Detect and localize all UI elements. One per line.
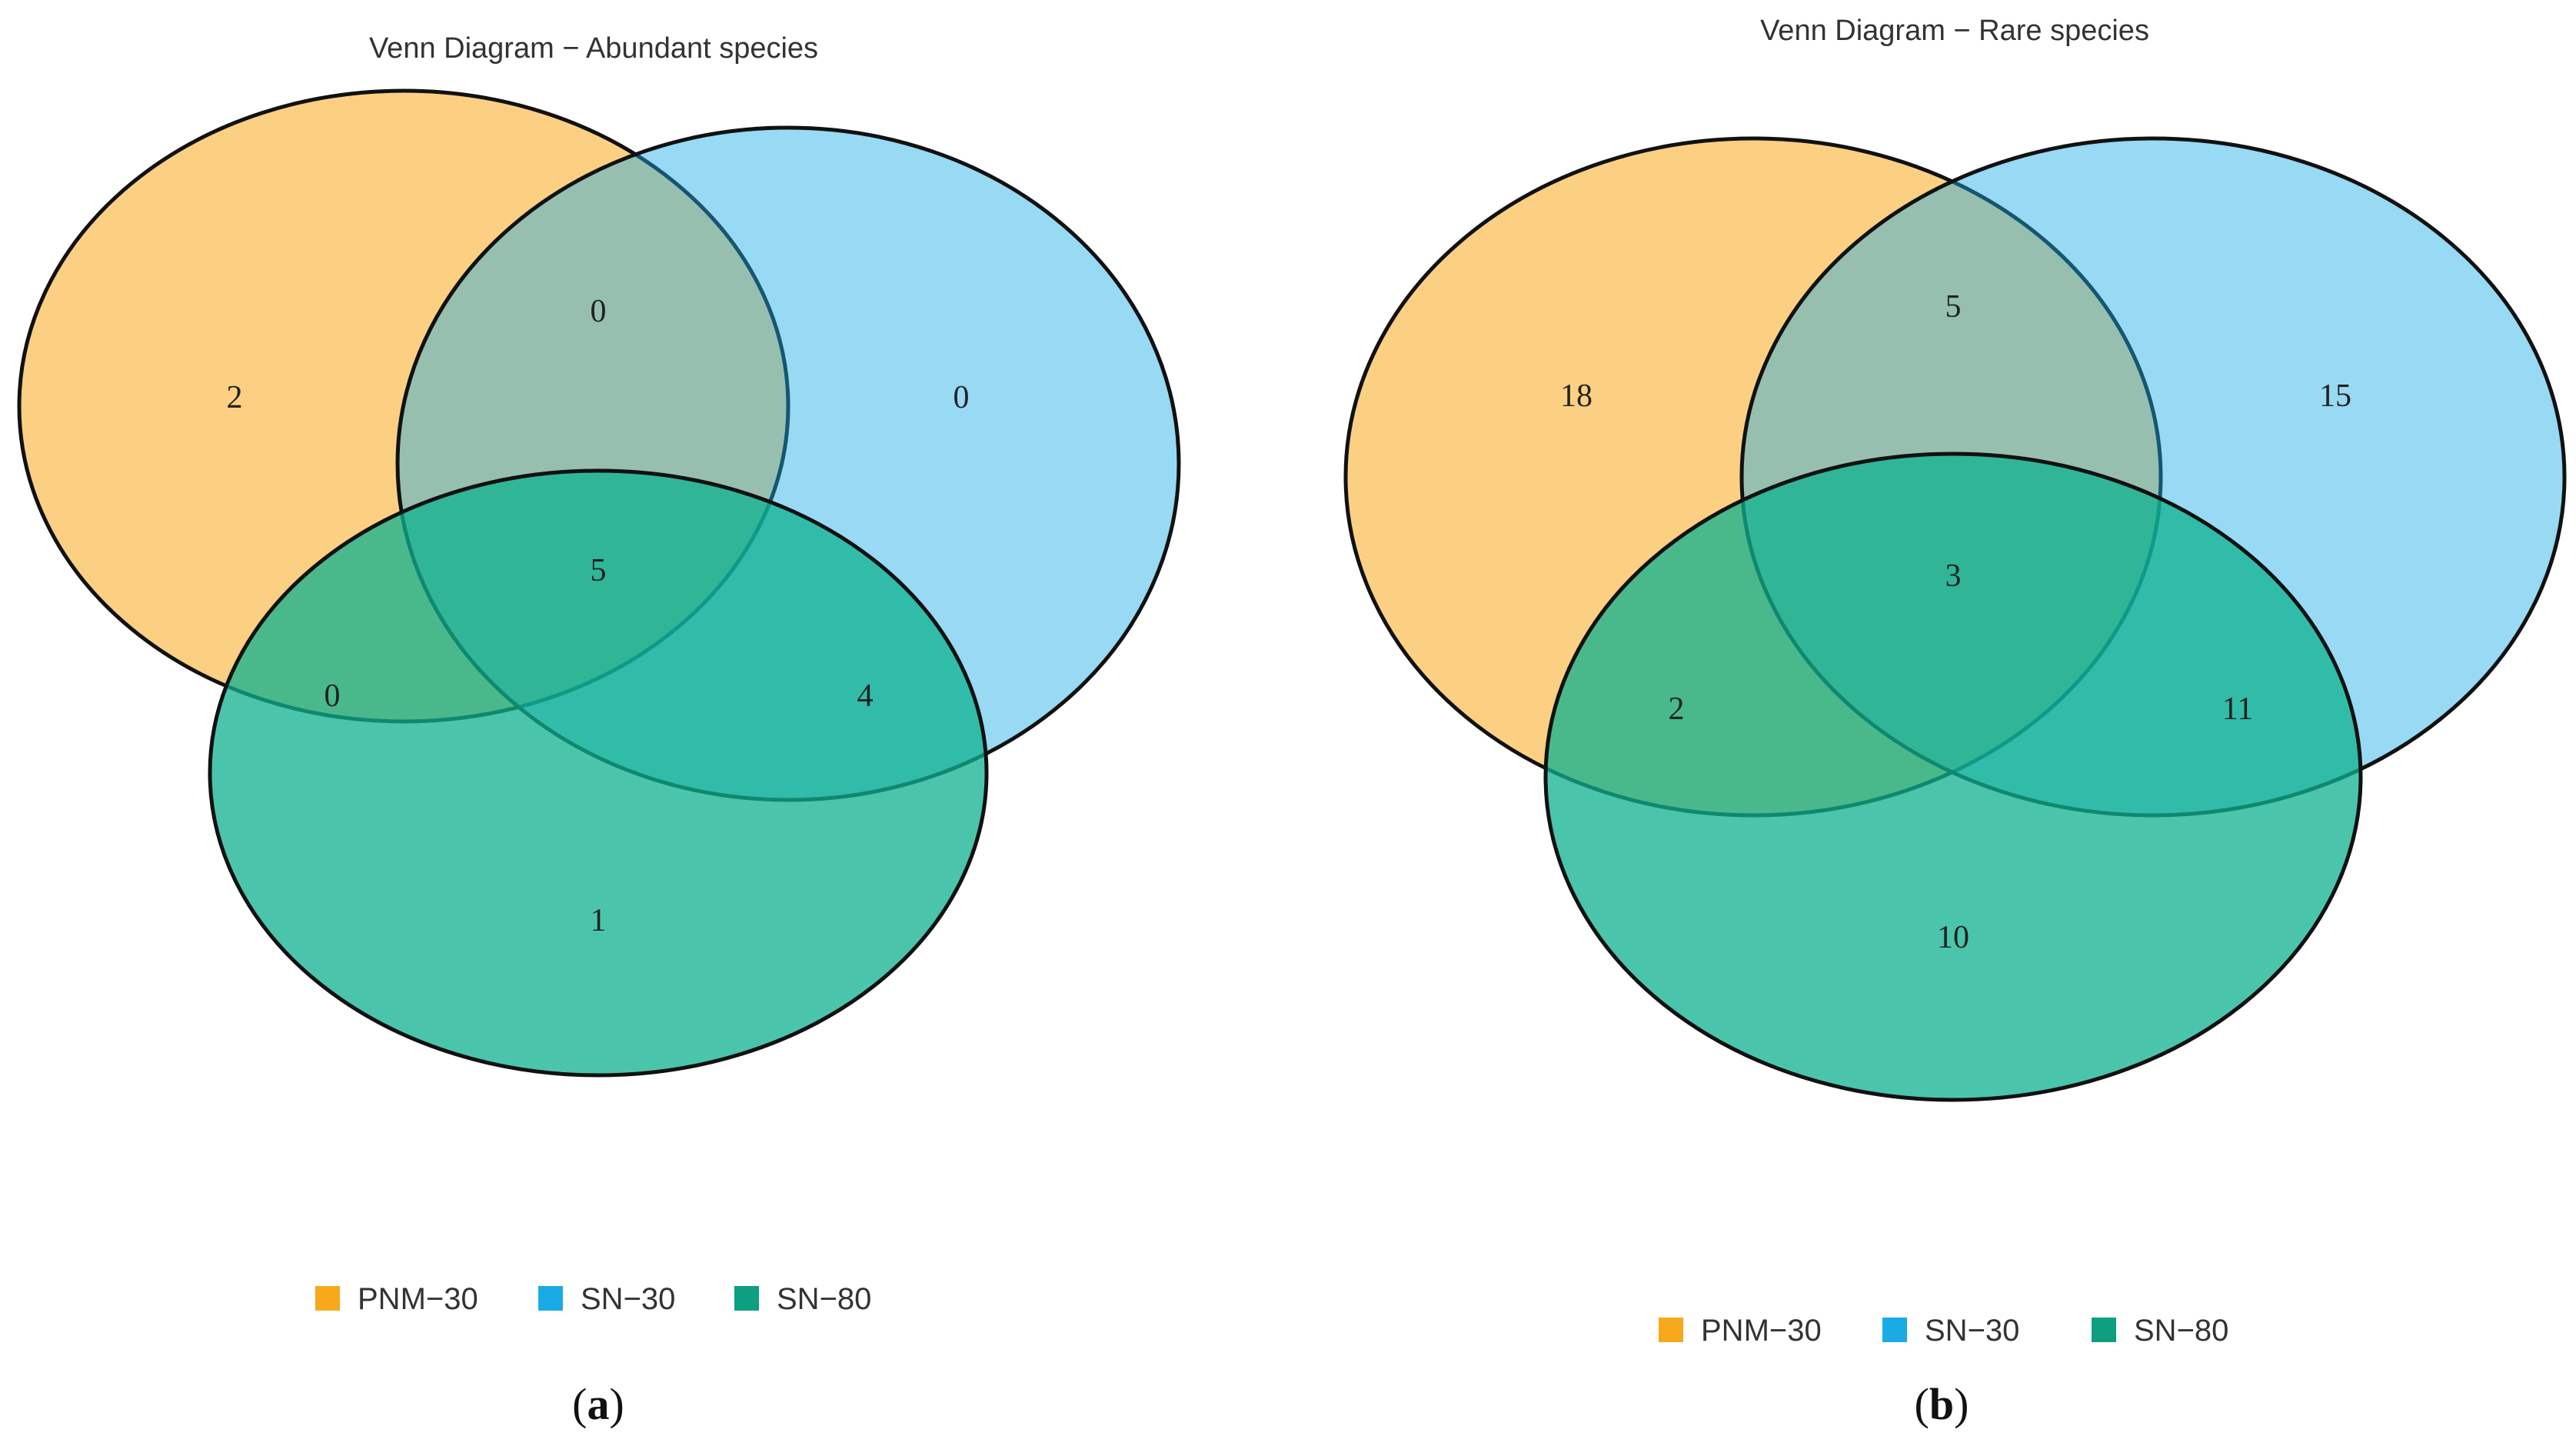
count-pnm30-sn80-b: 2 — [1669, 691, 1685, 727]
legend-a: PNM−30 SN−30 SN−80 — [315, 1282, 871, 1316]
venn-diagram-b: Venn Diagram − Rare species 18 15 10 5 2… — [1343, 15, 2567, 1429]
venn-title-a: Venn Diagram − Abundant species — [369, 32, 818, 65]
legend-label-sn30-a: SN−30 — [581, 1282, 675, 1316]
count-all-three-a: 5 — [591, 553, 607, 588]
caption-b: (b) — [1915, 1379, 1969, 1429]
legend-b: PNM−30 SN−30 SN−80 — [1659, 1314, 2228, 1348]
count-pnm30-only-b: 18 — [1560, 378, 1593, 414]
count-sn30-sn80-a: 4 — [857, 678, 874, 714]
legend-swatch-sn80-a — [734, 1286, 759, 1311]
legend-swatch-pnm30-b — [1659, 1318, 1683, 1342]
set-circle-sn80-a — [208, 468, 989, 1078]
venn-panel-b: Venn Diagram − Rare species 18 15 10 5 2… — [1288, 0, 2576, 1446]
venn-diagram-a: Venn Diagram − Abundant species 2 0 1 0 … — [17, 32, 1181, 1429]
count-pnm30-only-a: 2 — [227, 380, 243, 415]
count-sn80-only-b: 10 — [1937, 920, 1969, 955]
caption-a: (a) — [572, 1379, 624, 1429]
legend-label-pnm30-b: PNM−30 — [1701, 1314, 1822, 1348]
count-all-three-b: 3 — [1945, 558, 1962, 594]
count-sn30-only-a: 0 — [954, 380, 970, 415]
count-pnm30-sn80-a: 0 — [324, 678, 341, 714]
count-pnm30-sn30-a: 0 — [591, 294, 607, 329]
legend-label-pnm30-a: PNM−30 — [358, 1282, 478, 1316]
legend-label-sn30-b: SN−30 — [1925, 1314, 2019, 1348]
legend-label-sn80-a: SN−80 — [777, 1282, 871, 1316]
legend-label-sn80-b: SN−80 — [2134, 1314, 2228, 1348]
legend-swatch-sn30-b — [1882, 1318, 1907, 1342]
count-sn30-only-b: 15 — [2319, 378, 2351, 414]
set-circle-sn80-b — [1543, 451, 2363, 1102]
legend-swatch-sn30-a — [538, 1286, 563, 1311]
count-pnm30-sn30-b: 5 — [1945, 289, 1962, 325]
venn-panel-a: Venn Diagram − Abundant species 2 0 1 0 … — [17, 32, 1181, 1429]
legend-swatch-pnm30-a — [315, 1286, 340, 1311]
count-sn30-sn80-b: 11 — [2222, 691, 2253, 727]
count-sn80-only-a: 1 — [591, 903, 607, 938]
legend-swatch-sn80-b — [2092, 1318, 2116, 1342]
venn-title-b: Venn Diagram − Rare species — [1760, 15, 2149, 47]
